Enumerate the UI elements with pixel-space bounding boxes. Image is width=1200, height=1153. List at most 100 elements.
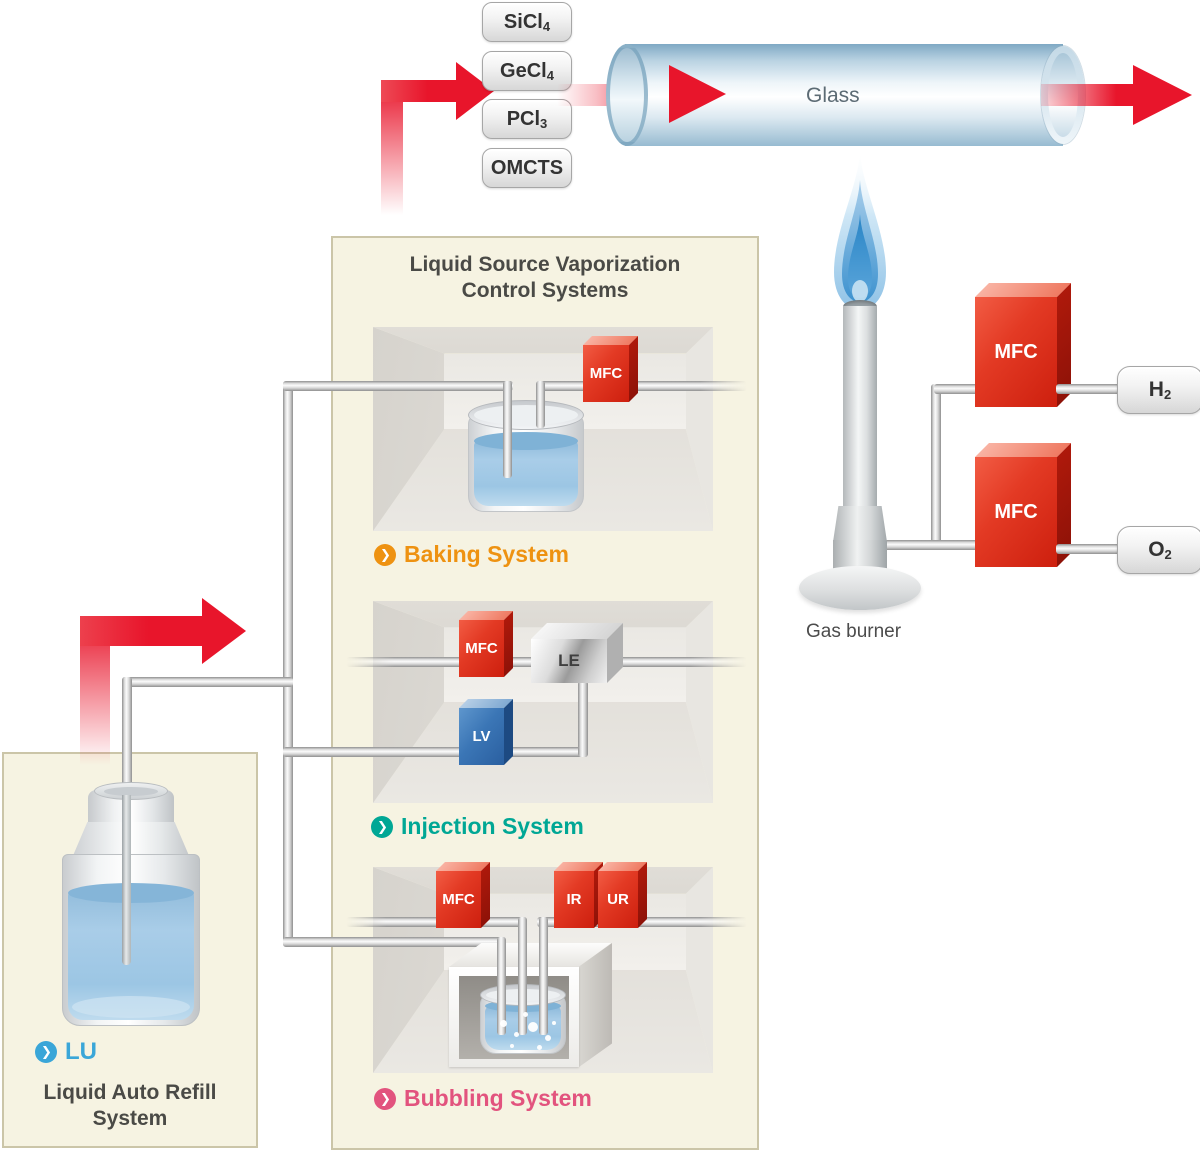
lv-box-side-face (504, 699, 513, 765)
burner-inlet-pipe (884, 540, 980, 550)
burner-flare (833, 506, 887, 542)
mfc-box-side-face (504, 611, 513, 677)
mfc-box-label: MFC (436, 871, 481, 928)
injection-le-box: LE (531, 623, 623, 683)
le-drop-pipe (578, 681, 588, 757)
ir-box-label: IR (554, 871, 594, 928)
mfc-box-h2: MFC (975, 283, 1071, 407)
mfc-box-side-face (481, 862, 490, 928)
baking-system-label: Baking System (404, 541, 569, 567)
beaker-rim (468, 400, 584, 430)
baking-mfc-box: MFC (583, 336, 638, 402)
lv-box-label: LV (459, 708, 504, 765)
h2-pipe (1056, 384, 1122, 394)
bubbling-ur-box: UR (598, 862, 647, 928)
bubble (545, 1035, 551, 1041)
glass-tube-left-opening (606, 44, 648, 146)
bubbling-dip-tube-1 (497, 937, 506, 1035)
bubble (510, 1044, 514, 1048)
bubble (523, 1012, 528, 1017)
mfc-box-label: MFC (975, 457, 1057, 567)
lu-heading: ❯ LU (35, 1038, 97, 1066)
bubbling-ir-box: IR (554, 862, 603, 928)
chemical-text: SiCl (503, 10, 543, 33)
beaker-rim-inner (474, 405, 578, 425)
bubble (528, 1022, 538, 1032)
chevron-icon: ❯ (374, 1087, 396, 1110)
refill-panel-title-line1: Liquid Auto Refill (43, 1081, 217, 1104)
mfc-box-label: MFC (975, 297, 1057, 407)
gas-burner-label: Gas burner (806, 621, 902, 642)
bubbling-liquid-pipe (283, 937, 506, 947)
refill-panel-title-line2: System (92, 1107, 168, 1130)
chevron-icon: ❯ (35, 1041, 57, 1063)
gas-subscript: 2 (1163, 386, 1172, 402)
bubble (500, 1020, 507, 1027)
injection-system-label: Injection System (401, 813, 584, 839)
burner-flame (834, 152, 886, 310)
refill-transfer-pipe (122, 677, 293, 687)
refill-arrow-head (202, 598, 246, 664)
mfc-box-label: MFC (459, 620, 504, 677)
bubble (552, 1021, 556, 1025)
tube-outlet-arrow-head (1133, 65, 1192, 125)
mfc-box-o2: MFC (975, 443, 1071, 567)
burner-tube (843, 306, 877, 508)
chevron-icon: ❯ (371, 815, 393, 838)
ur-box-label: UR (598, 871, 638, 928)
bottle-liquid-bottom (72, 996, 190, 1018)
chemical-label-omcts: OMCTS (482, 148, 572, 188)
liquid-surface (474, 432, 578, 450)
bubbling-system-label: Bubbling System (404, 1085, 592, 1111)
vapor-arrow-vertical-shaft (381, 80, 403, 222)
burner-supply-pipe-vertical (931, 384, 941, 550)
vaporization-panel-title-line2: Control Systems (461, 279, 629, 302)
bubbling-dip-tube-2 (518, 917, 527, 1035)
mfc-h2-inlet-pipe (934, 384, 980, 394)
burner-base-disc (799, 566, 921, 610)
mfc-box-top-face (975, 283, 1071, 297)
bubbling-vapor-tube (539, 917, 548, 1035)
baking-vapor-tube (536, 381, 545, 428)
bottle-liquid (68, 883, 194, 1020)
chemical-text: PCl (506, 107, 541, 130)
injection-liquid-pipe (283, 747, 588, 757)
refill-arrow-horizontal-shaft (80, 616, 204, 646)
main-distribution-pipe (283, 381, 293, 947)
tube-outlet-arrow-shaft (1041, 84, 1135, 106)
injection-mfc-box: MFC (459, 611, 513, 677)
injection-lv-box: LV (459, 699, 513, 765)
vaporization-panel-title-line1: Liquid Source Vaporization (409, 253, 681, 276)
refill-riser-pipe (122, 677, 132, 803)
baking-inlet-pipe (283, 381, 513, 391)
bottle-mouth (94, 782, 168, 800)
o2-pipe (1056, 544, 1122, 554)
ur-box-side-face (638, 862, 647, 928)
chemical-text: OMCTS (490, 156, 564, 179)
injection-system-heading: ❯ Injection System (371, 813, 584, 840)
glass-tube-label: Glass (806, 84, 860, 107)
bubble (537, 1045, 542, 1050)
bubble (514, 1032, 519, 1037)
bottle-mouth-inner (104, 787, 158, 796)
chemical-subscript: 4 (546, 67, 554, 83)
bottle-liquid-surface (68, 883, 194, 903)
bubbling-system-heading: ❯ Bubbling System (374, 1085, 592, 1112)
chemical-text: GeCl (500, 59, 547, 82)
bottle-shoulder (72, 822, 190, 858)
gas-text: O (1148, 538, 1165, 561)
tube-inlet-arrow-head (669, 65, 726, 123)
baking-dip-tube (503, 381, 512, 478)
baking-outlet-pipe (536, 381, 747, 391)
chemical-subscript: 3 (540, 115, 548, 131)
chevron-icon: ❯ (374, 543, 396, 566)
mfc-box-side-face (629, 336, 638, 402)
mfc-box-top-face (975, 443, 1071, 457)
bottle-dip-tube (122, 795, 131, 965)
gas-text: H (1148, 378, 1164, 401)
oven-side-face (579, 943, 612, 1067)
bubbling-mfc-box: MFC (436, 862, 490, 928)
